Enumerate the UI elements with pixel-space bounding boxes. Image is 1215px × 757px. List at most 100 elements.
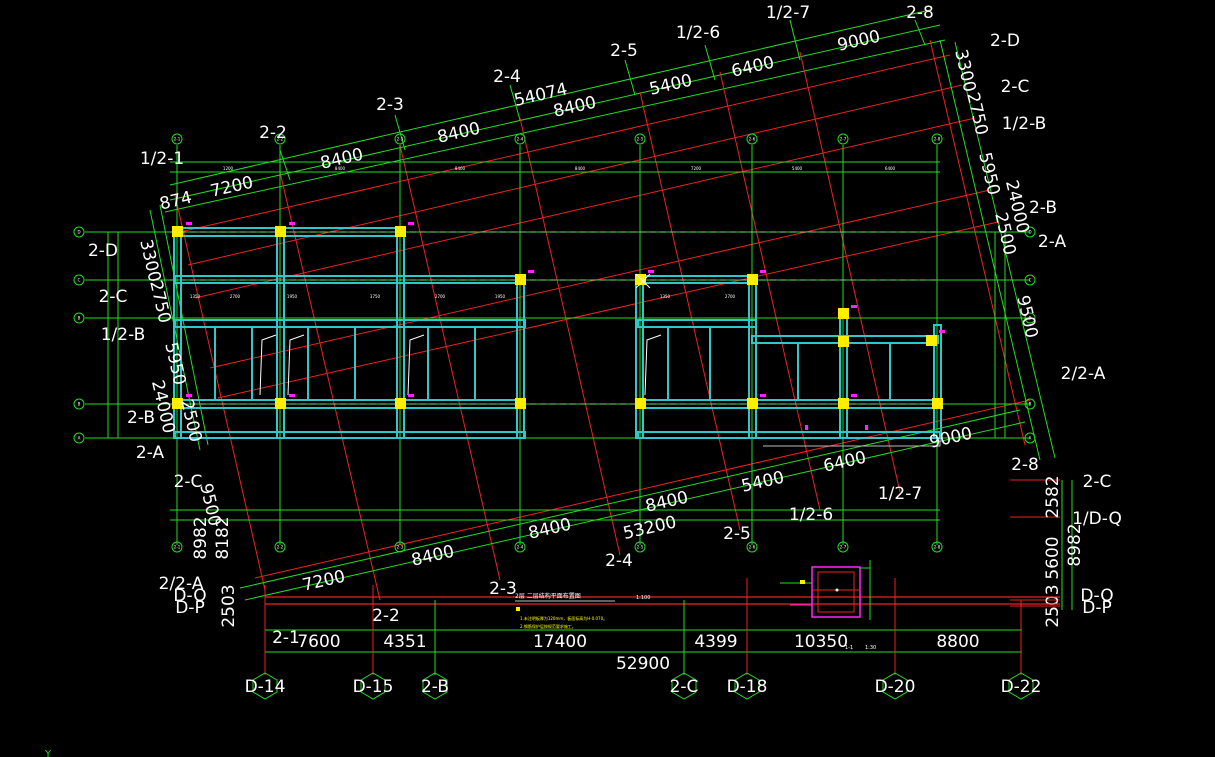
- stair-symbols: [259, 334, 662, 396]
- column-tag: [186, 222, 192, 225]
- bottom-axes: D-14 D-15 2-B 2-C D-18 D-20 D-22: [245, 677, 1042, 697]
- axis-bubble: [1008, 672, 1034, 700]
- rotated-grid-line: [279, 171, 381, 601]
- stair-stroke: [259, 334, 277, 396]
- column: [932, 398, 943, 409]
- grid-bubble-label: 2-8: [934, 137, 941, 142]
- rotated-dim-line: [239, 409, 1021, 589]
- grid-axis-label: 2-C: [99, 287, 128, 307]
- column-tag: [408, 222, 414, 225]
- axis-label: 2-B: [421, 677, 449, 697]
- grid-axis-label: 2-D: [990, 31, 1020, 51]
- grid-bubble: [514, 133, 526, 145]
- grid-bubble: [73, 312, 85, 324]
- small-dim-text: 1950: [495, 294, 506, 299]
- rotated-ext-line: [624, 59, 636, 96]
- slab-edge: [763, 438, 941, 447]
- rotated-grid-line: [929, 39, 1026, 446]
- axis-bubble: [252, 672, 278, 700]
- axis-bubble: [882, 672, 908, 700]
- axis-label: D-18: [727, 677, 768, 697]
- grid-bubble: [73, 226, 85, 238]
- beam: [933, 324, 942, 439]
- grid-axis-label: 2/2-A: [1061, 364, 1106, 384]
- grid-axis-label: 2/2-A: [159, 574, 204, 594]
- grid-bubble-label: D: [77, 230, 80, 235]
- column-tag: [939, 330, 945, 333]
- column-tag: [851, 394, 857, 397]
- column-tag: [289, 222, 295, 225]
- grid-bubble: [746, 133, 758, 145]
- grid-bubble: [171, 541, 183, 553]
- grid-bubble: [1024, 274, 1036, 286]
- grid-bubble-label: A: [1029, 436, 1032, 441]
- rotated-grid-line: [217, 221, 999, 399]
- section-scale: 1:30: [865, 645, 876, 651]
- axis-label: D-15: [353, 677, 394, 697]
- column: [395, 226, 406, 237]
- grid-bubble: [171, 133, 183, 145]
- grid-axis-label: 2-1: [272, 628, 300, 648]
- dim-label: 2503: [219, 584, 239, 627]
- grid-bubble: [1024, 432, 1036, 444]
- column: [838, 336, 849, 347]
- small-dim-text: 8400: [575, 166, 586, 171]
- axis-label: 2-C: [670, 677, 699, 697]
- rotated-grid-line: [799, 51, 901, 493]
- bottom-axis-bubbles: [252, 672, 1034, 700]
- rotated-grid-line: [639, 91, 741, 531]
- note-marker: [516, 607, 520, 611]
- dim-label: 5600: [1043, 536, 1063, 579]
- grid-bubble: [73, 432, 85, 444]
- grid-axis-label: 2-B: [1029, 198, 1057, 218]
- rotated-grid-line: [174, 194, 266, 591]
- grid-bubble-label: C: [1029, 278, 1032, 283]
- small-dims-mid: 1350 2700 1950 3750 2700 1950 1350 2700: [190, 294, 736, 299]
- axis-bubble: [734, 672, 760, 700]
- small-dim-text: 2700: [435, 294, 446, 299]
- grid-axis-label: D-P: [1082, 598, 1111, 618]
- column: [172, 226, 183, 237]
- column-tag: [805, 425, 808, 430]
- column: [172, 398, 183, 409]
- section-rebar: [817, 571, 855, 613]
- grid-axis-label: 1/2-7: [766, 3, 810, 23]
- grid-bubble-label: 2-2: [277, 545, 284, 550]
- rotated-dim-line: [169, 24, 941, 201]
- grid-bubble: [274, 133, 286, 145]
- bottom-dimensions: 7600 4351 17400 4399 10350 8800 52900: [297, 632, 979, 674]
- dim-total-label: 52900: [616, 654, 670, 674]
- grid-bubble-label: 2-4: [517, 137, 524, 142]
- rotated-grid-line: [254, 399, 1031, 579]
- column: [275, 398, 286, 409]
- grid-axis-label: 2-4: [493, 67, 521, 87]
- grid-bubble: [931, 541, 943, 553]
- small-dim-text: 2700: [725, 294, 736, 299]
- grid-bubble: [1024, 226, 1036, 238]
- axis-label: D-22: [1001, 677, 1042, 697]
- column-tag: [186, 394, 192, 397]
- section-detail: 1-1 1:30: [780, 560, 876, 651]
- grid-axis-label: 1/2-7: [878, 484, 922, 504]
- axis-bubble: [360, 672, 386, 700]
- drawing-scale: 1:100: [636, 595, 650, 601]
- column: [635, 398, 646, 409]
- right-side-dim-group: [1010, 479, 1073, 610]
- dim-label: 7600: [297, 632, 340, 652]
- small-dim-text: 8400: [455, 166, 466, 171]
- grid-axis-label: 2-8: [906, 3, 934, 23]
- dim-label: 8800: [936, 632, 979, 652]
- column: [275, 226, 286, 237]
- grid-axis-label: 1/2-1: [140, 149, 184, 169]
- grid-axis-label: 2-8: [1011, 455, 1039, 475]
- grid-bubble-label: C: [78, 278, 81, 283]
- right-side-labels: 2-C 2582 1/D-Q 5600 8982 D-Q D-P 2503: [1043, 472, 1122, 628]
- column: [515, 398, 526, 409]
- grid-bubble-label: 2-7: [840, 545, 847, 550]
- small-dim-text: 8400: [335, 166, 346, 171]
- small-dim-text: 1200: [223, 166, 234, 171]
- grid-axis-label: 2-C: [174, 472, 203, 492]
- column-tag: [760, 270, 766, 273]
